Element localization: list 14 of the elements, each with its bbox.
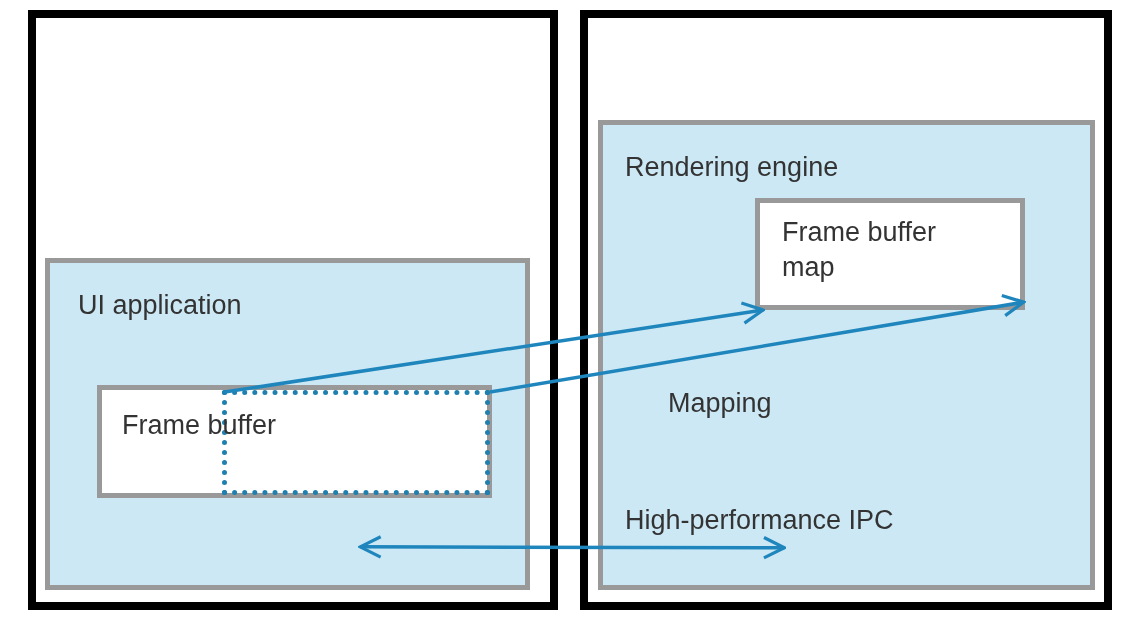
process-box xyxy=(755,198,1025,310)
node-label: Frame buffer xyxy=(122,409,277,442)
node-label: Rendering engine xyxy=(625,151,839,184)
arrow xyxy=(224,301,765,394)
double-arrow xyxy=(358,535,786,560)
panel-box xyxy=(45,258,530,590)
process-box xyxy=(97,385,492,498)
node-label: Frame buffer map xyxy=(782,216,938,285)
container-box xyxy=(28,10,558,610)
arrow xyxy=(489,293,1026,394)
annotation-label: Mapping xyxy=(668,388,772,419)
node-label: UI application xyxy=(78,289,242,322)
panel-box xyxy=(598,120,1095,590)
container-box xyxy=(580,10,1112,610)
